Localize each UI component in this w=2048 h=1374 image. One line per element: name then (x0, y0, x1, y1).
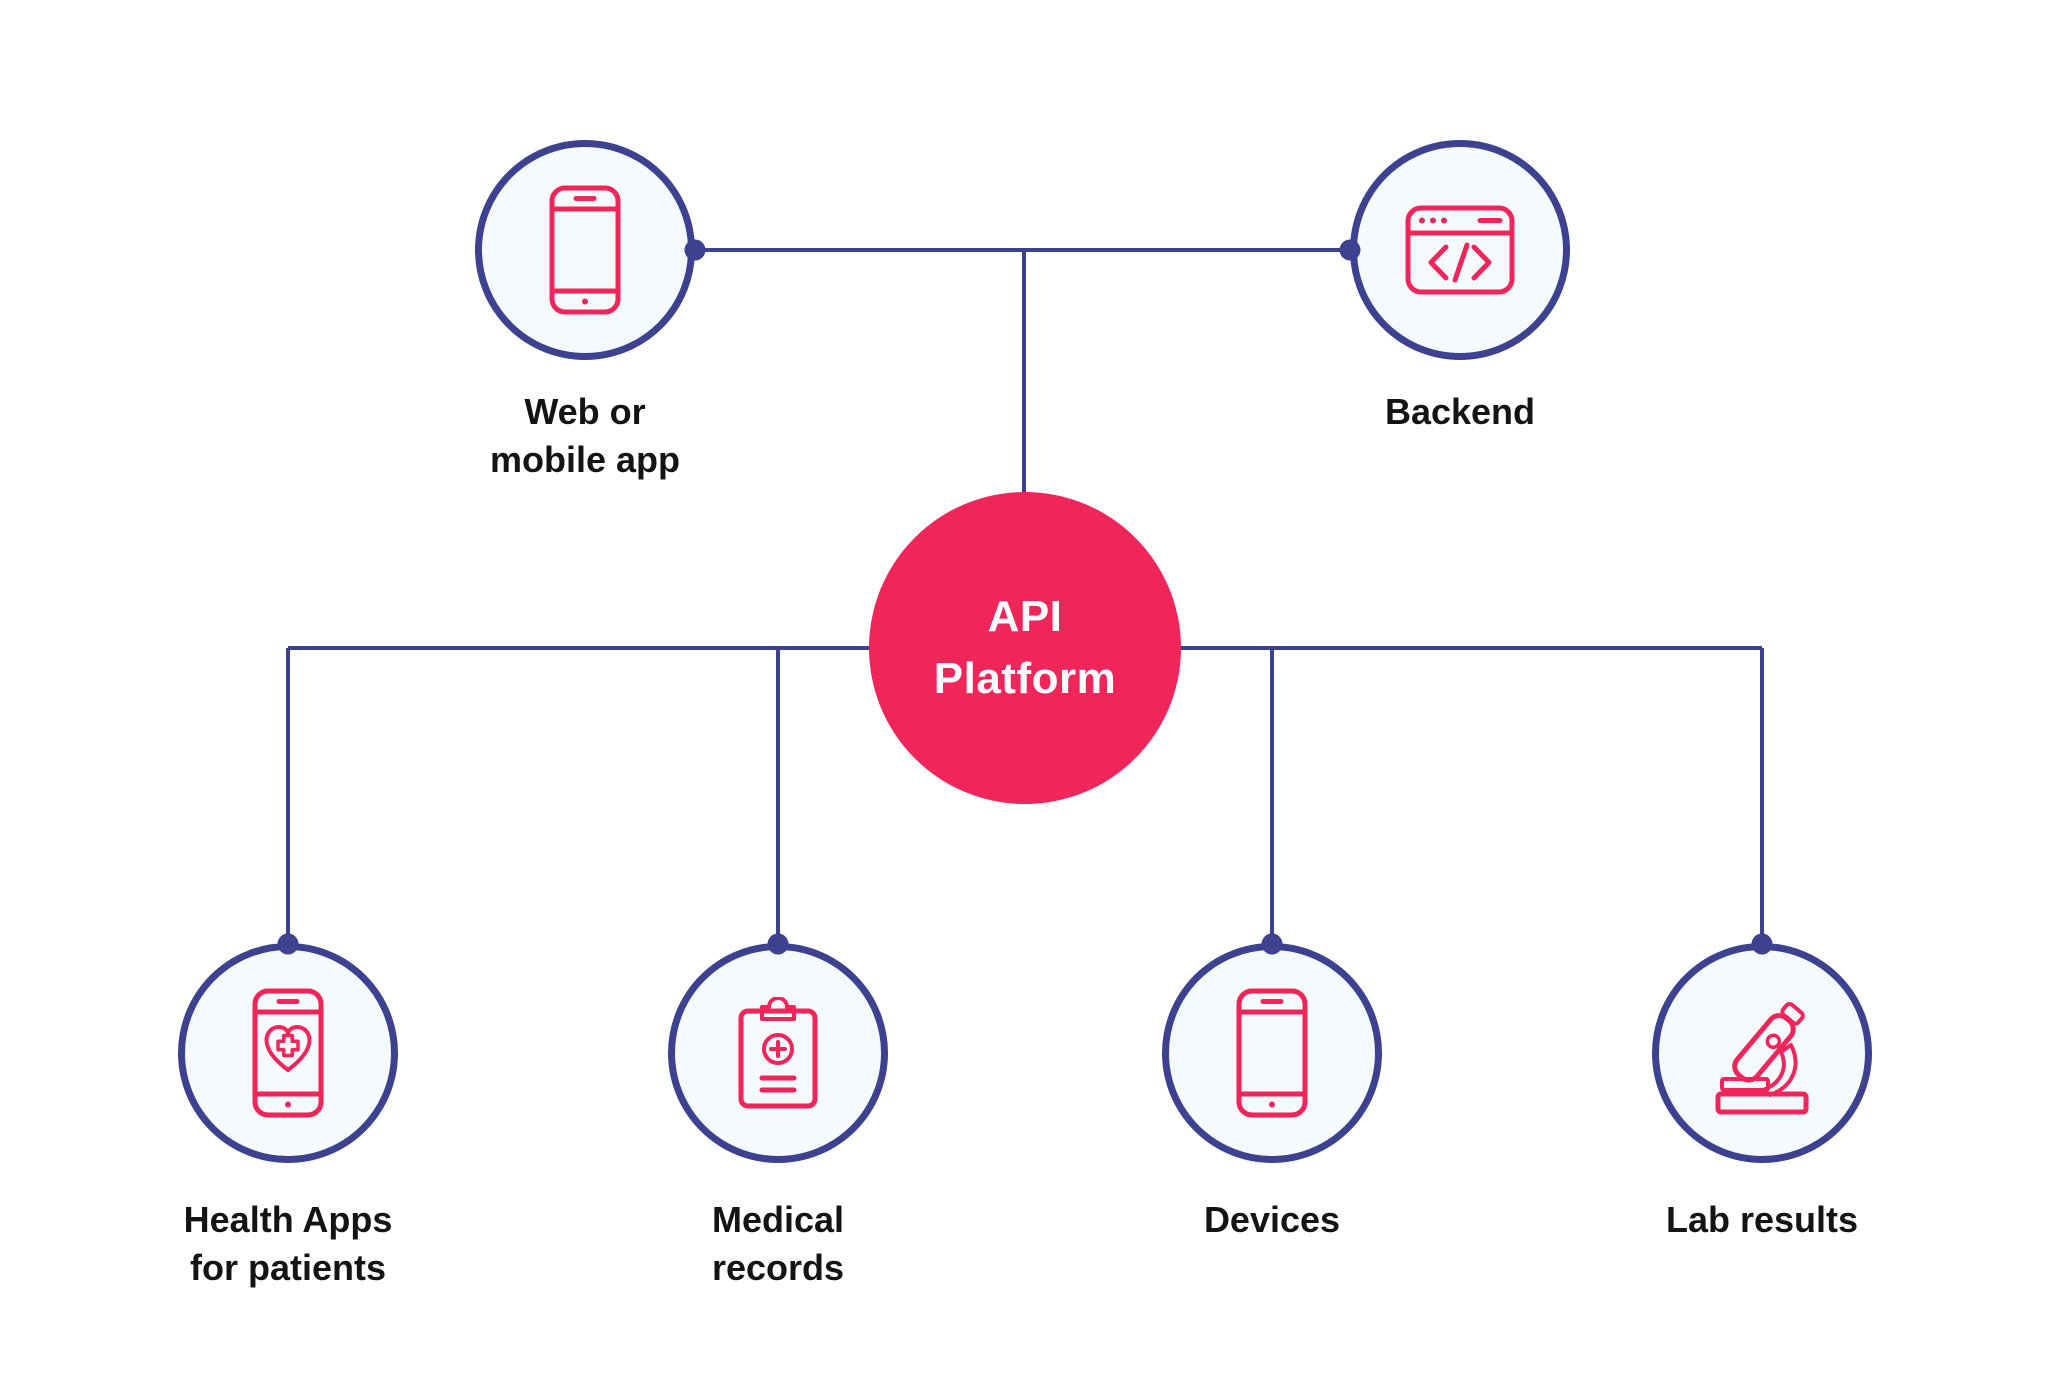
health-app-smartphone-icon (252, 988, 324, 1118)
microscope-icon (1715, 1001, 1809, 1114)
node-web-or-mobile-app (475, 140, 695, 360)
smartphone-icon (1236, 988, 1308, 1118)
label-devices: Devices (1203, 1199, 1341, 1240)
api-platform-hub: API Platform (869, 492, 1181, 804)
medical-clipboard-icon (738, 997, 818, 1109)
node-medical-records (668, 943, 888, 1163)
label-medical-records: Medical records (711, 1199, 845, 1288)
label-backend: Backend (1384, 391, 1536, 432)
code-window-icon (1405, 205, 1515, 295)
node-devices (1162, 943, 1382, 1163)
label-web-or-mobile-app: Web or mobile app (489, 391, 681, 480)
smartphone-icon (549, 185, 621, 315)
label-health-apps-for-patients: Health Apps for patients (183, 1199, 393, 1288)
label-lab-results: Lab results (1665, 1199, 1859, 1240)
